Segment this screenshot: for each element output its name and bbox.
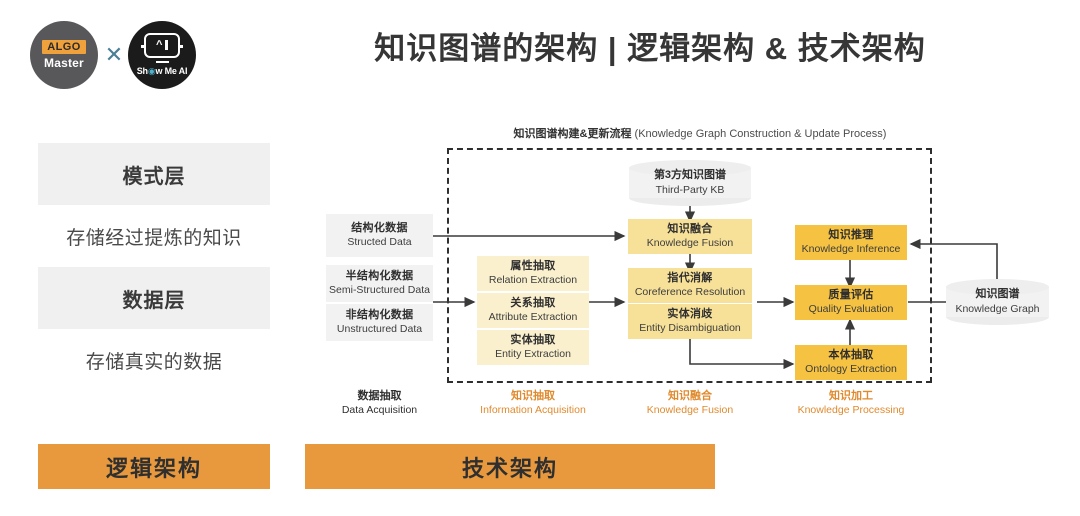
stage-1-en: Information Acquisition — [480, 404, 586, 417]
showmeai-text-post: w Me AI — [155, 66, 188, 77]
unstructured-data-en: Unstructured Data — [336, 323, 423, 336]
relation-extraction-cn: 属性抽取 — [510, 259, 556, 272]
third-party-kb-en: Third-Party KB — [655, 183, 725, 196]
knowledge-graph-cn: 知识图谱 — [975, 288, 1020, 301]
knowledge-inference-node: 知识推理 Knowledge Inference — [795, 225, 907, 260]
data-layer-box: 数据层 — [38, 267, 270, 329]
knowledge-fusion-node: 知识融合 Knowledge Fusion — [628, 219, 752, 254]
stage-1-cn: 知识抽取 — [511, 390, 555, 402]
process-title: 知识图谱构建&更新流程 (Knowledge Graph Constructio… — [440, 126, 960, 142]
showmeai-text-pre: Sh — [136, 66, 148, 77]
knowledge-graph-en: Knowledge Graph — [955, 302, 1040, 315]
schema-layer-box: 模式层 — [38, 143, 270, 205]
process-title-en: (Knowledge Graph Construction & Update P… — [634, 128, 887, 140]
monitor-stand-icon — [155, 60, 169, 64]
quality-evaluation-cn: 质量评估 — [828, 288, 874, 301]
entity-disambiguation-node: 实体消歧 Entity Disambiguation — [628, 304, 752, 339]
entity-extraction-node: 实体抽取 Entity Extraction — [477, 330, 589, 365]
attribute-extraction-en: Attribute Extraction — [488, 311, 578, 324]
structured-data-en: Structed Data — [347, 236, 412, 249]
stage-0-cn: 数据抽取 — [357, 390, 402, 402]
attribute-extraction-node: 关系抽取 Attribute Extraction — [477, 293, 589, 328]
relation-extraction-en: Relation Extraction — [488, 274, 578, 287]
entity-extraction-cn: 实体抽取 — [510, 333, 556, 346]
third-party-kb-cn: 第3方知识图谱 — [653, 169, 727, 182]
logical-architecture-banner: 逻辑架构 — [38, 444, 270, 489]
unstructured-data-cn: 非结构化数据 — [345, 308, 414, 321]
stage-label-knowledge-processing: 知识加工 Knowledge Processing — [781, 389, 921, 418]
semi-structured-data-en: Semi-Structured Data — [329, 284, 430, 297]
knowledge-inference-en: Knowledge Inference — [801, 243, 901, 256]
ontology-extraction-en: Ontology Extraction — [805, 363, 897, 376]
showmeai-logo: ^ Sh◉w Me AI — [128, 21, 196, 89]
cross-icon: ✕ — [101, 42, 127, 68]
algo-logo-tag: ALGO — [42, 40, 86, 54]
caret-icon: ^ — [156, 39, 163, 52]
coreference-resolution-node: 指代消解 Coreference Resolution — [628, 268, 752, 303]
knowledge-fusion-en: Knowledge Fusion — [646, 237, 734, 250]
semi-structured-data-node: 半结构化数据 Semi-Structured Data — [326, 265, 433, 302]
monitor-icon: ^ — [141, 32, 183, 58]
page-title: 知识图谱的架构 | 逻辑架构 & 技术架构 — [374, 31, 926, 66]
knowledge-fusion-cn: 知识融合 — [667, 222, 713, 235]
process-title-cn: 知识图谱构建&更新流程 — [513, 128, 632, 140]
third-party-kb-node: 第3方知识图谱 Third-Party KB — [629, 160, 751, 206]
stage-3-cn: 知识加工 — [829, 390, 873, 402]
stage-0-en: Data Acquisition — [341, 404, 418, 417]
knowledge-inference-cn: 知识推理 — [828, 228, 874, 241]
knowledge-graph-node: 知识图谱 Knowledge Graph — [946, 279, 1049, 325]
stage-label-information-acquisition: 知识抽取 Information Acquisition — [466, 389, 600, 418]
coreference-resolution-en: Coreference Resolution — [634, 286, 746, 299]
cylinder-top — [629, 160, 751, 176]
entity-disambiguation-en: Entity Disambiguation — [639, 322, 741, 335]
knowledge-graph-label: 知识图谱 Knowledge Graph — [946, 279, 1049, 325]
algo-master-logo: ALGO Master — [30, 21, 98, 89]
stage-3-en: Knowledge Processing — [797, 404, 905, 417]
structured-data-node: 结构化数据 Structed Data — [326, 214, 433, 257]
schema-layer-description: 存储经过提炼的知识 — [66, 227, 242, 249]
data-layer-description: 存储真实的数据 — [85, 351, 223, 373]
stage-2-en: Knowledge Fusion — [646, 404, 734, 417]
ontology-extraction-cn: 本体抽取 — [828, 348, 874, 361]
stage-label-data-acquisition: 数据抽取 Data Acquisition — [316, 389, 443, 418]
unstructured-data-node: 非结构化数据 Unstructured Data — [326, 304, 433, 341]
semi-structured-data-cn: 半结构化数据 — [345, 269, 414, 282]
technical-architecture-banner: 技术架构 — [305, 444, 715, 489]
third-party-kb-label: 第3方知识图谱 Third-Party KB — [629, 160, 751, 206]
entity-extraction-en: Entity Extraction — [495, 348, 571, 361]
stage-label-knowledge-fusion: 知识融合 Knowledge Fusion — [624, 389, 756, 418]
quality-evaluation-en: Quality Evaluation — [808, 303, 894, 316]
quality-evaluation-node: 质量评估 Quality Evaluation — [795, 285, 907, 320]
stage-2-cn: 知识融合 — [668, 390, 712, 402]
bar-icon — [165, 40, 168, 51]
brand-logo: ALGO Master ✕ ^ Sh◉w Me AI — [26, 14, 206, 94]
logical-architecture-column: 模式层 存储经过提炼的知识 数据层 存储真实的数据 — [38, 143, 270, 391]
entity-disambiguation-cn: 实体消歧 — [667, 307, 713, 320]
relation-extraction-node: 属性抽取 Relation Extraction — [477, 256, 589, 291]
cross-icon-glyph: ✕ — [104, 42, 124, 67]
structured-data-cn: 结构化数据 — [351, 221, 408, 234]
kg-cylinder-top — [946, 279, 1049, 295]
coreference-resolution-cn: 指代消解 — [667, 271, 713, 284]
showmeai-logo-text: Sh◉w Me AI — [137, 66, 188, 77]
attribute-extraction-cn: 关系抽取 — [510, 296, 556, 309]
showmeai-text-o: ◉ — [147, 66, 156, 77]
ontology-extraction-node: 本体抽取 Ontology Extraction — [795, 345, 907, 380]
algo-logo-subtitle: Master — [44, 56, 84, 70]
